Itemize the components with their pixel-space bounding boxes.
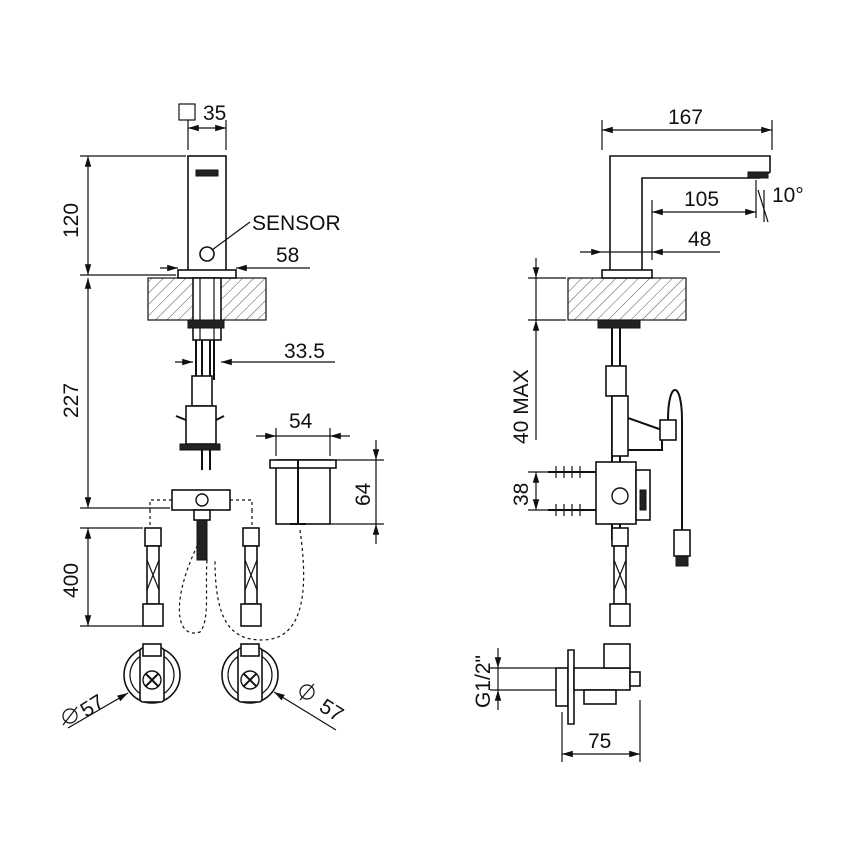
dim-400: 400 [60,563,83,598]
control-box [275,459,331,525]
front-view: 35 120 SENSOR 58 33.5 227 54 64 400 57 5… [60,102,384,731]
angle-valve-side [555,643,641,725]
angle-valve-left [123,643,181,704]
dim-167: 167 [668,106,703,129]
dim-57-right: 57 [315,695,347,727]
side-view: 167 105 10° 48 40 MAX 38 G1/2" 75 [472,106,804,762]
dim-angle-10: 10° [772,184,804,207]
sensor-window [199,246,215,262]
side-dimensions [490,120,773,762]
dim-33-5: 33.5 [284,340,325,363]
dim-75: 75 [588,730,611,753]
dim-58: 58 [276,244,299,267]
dim-227: 227 [60,383,83,418]
front-dimensions [62,103,384,731]
dim-64: 64 [352,482,375,506]
dim-105: 105 [684,188,719,211]
dim-thread: G1/2" [472,655,495,708]
sensor-label: SENSOR [252,212,341,235]
countertop-section-side [567,277,687,321]
dim-48: 48 [688,228,711,251]
dim-40-max: 40 MAX [510,369,533,444]
dim-57-left: 57 [76,690,108,722]
dim-square-35: 35 [203,102,226,125]
dim-120: 120 [60,203,83,238]
angle-valve-right [221,643,279,704]
dim-54: 54 [289,410,313,433]
faucet-body-side [609,155,771,272]
dim-38: 38 [510,483,533,506]
